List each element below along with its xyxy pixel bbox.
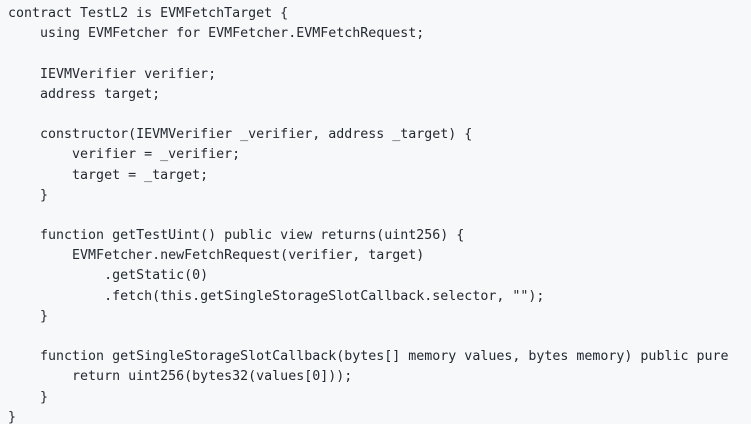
code-line: } <box>8 187 49 203</box>
code-line <box>8 206 751 226</box>
code-line: target = _target; <box>8 167 209 183</box>
code-line: contract TestL2 is EVMFetchTarget { <box>8 6 289 21</box>
code-line: .getStatic(0) <box>8 268 209 284</box>
code-line: verifier = _verifier; <box>8 147 241 163</box>
code-line: using EVMFetcher for EVMFetcher.EVMFetch… <box>8 26 425 42</box>
code-line: constructor(IEVMVerifier _verifier, addr… <box>8 127 473 143</box>
code-line <box>8 105 751 125</box>
code-line: return uint256(bytes32(values[0])); <box>8 369 353 385</box>
code-line: function getTestUint() public view retur… <box>8 228 465 244</box>
code-line: address target; <box>8 86 161 102</box>
code-line: } <box>8 308 49 324</box>
code-line: .fetch(this.getSingleStorageSlotCallback… <box>8 288 545 304</box>
code-line: EVMFetcher.newFetchRequest(verifier, tar… <box>8 248 425 264</box>
code-line <box>8 44 751 64</box>
code-line: function getSingleStorageSlotCallback(by… <box>8 349 729 365</box>
code-line <box>8 327 751 347</box>
code-line: } <box>8 409 17 424</box>
code-line: } <box>8 389 49 405</box>
code-line: IEVMVerifier verifier; <box>8 66 217 82</box>
